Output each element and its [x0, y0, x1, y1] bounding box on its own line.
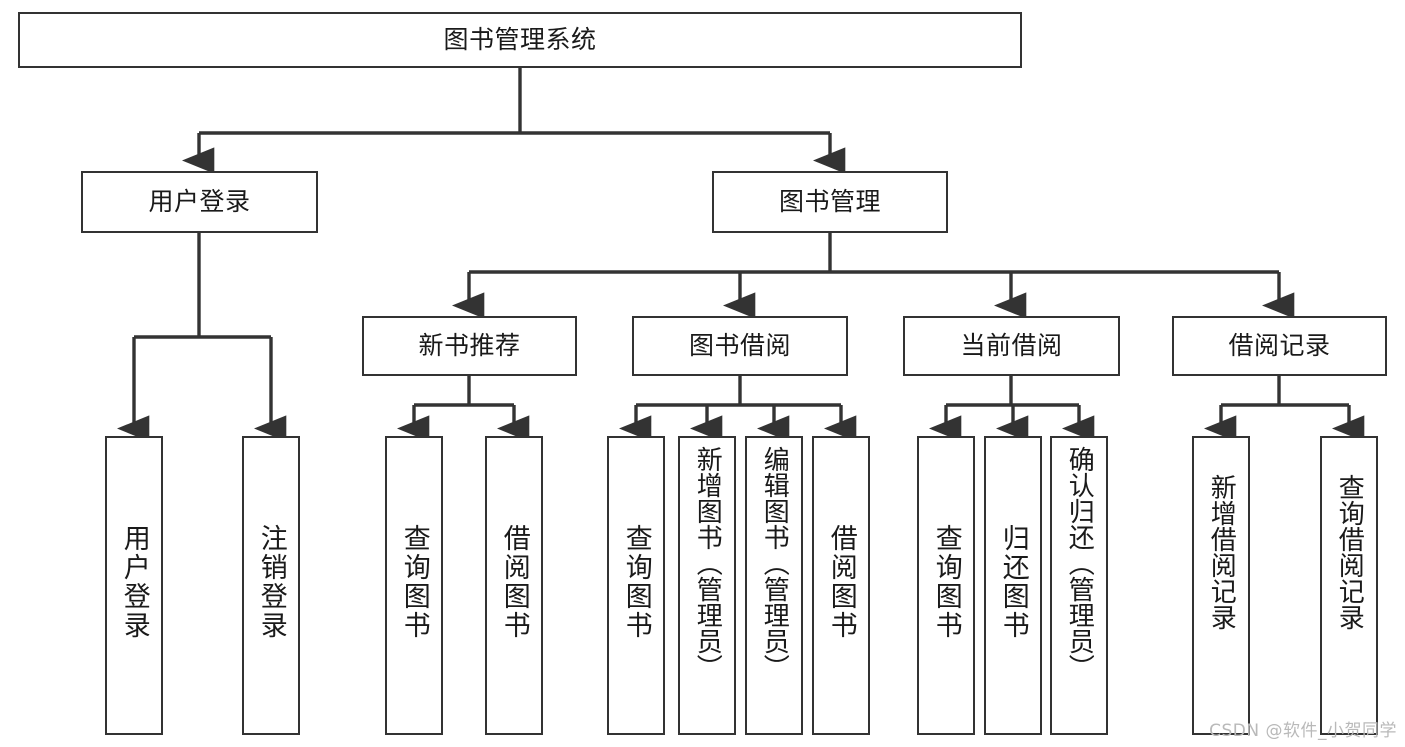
- leaf-query-book-3-label: 查询图书: [930, 524, 962, 640]
- leaf-query-book-3[interactable]: 查询图书: [917, 436, 975, 735]
- node-user-login-label: 用户登录: [148, 187, 251, 217]
- node-book-borrow-label: 图书借阅: [688, 331, 791, 361]
- leaf-borrow-book-2-label: 借阅图书: [825, 524, 857, 640]
- node-user-login[interactable]: 用户登录: [81, 171, 318, 233]
- node-root-label: 图书管理系统: [443, 25, 597, 55]
- node-new-book-recommend-label: 新书推荐: [418, 331, 521, 361]
- node-root[interactable]: 图书管理系统: [18, 12, 1022, 68]
- leaf-logout-login-label: 注销登录: [255, 524, 287, 640]
- leaf-return-book[interactable]: 归还图书: [984, 436, 1042, 735]
- leaf-add-book-label: 新增图书（管理员）: [692, 446, 723, 680]
- node-borrow-record[interactable]: 借阅记录: [1172, 316, 1387, 376]
- leaf-user-login-label: 用户登录: [118, 524, 150, 640]
- leaf-return-book-label: 归还图书: [997, 524, 1029, 640]
- leaf-add-record[interactable]: 新增借阅记录: [1192, 436, 1250, 735]
- node-current-borrow-label: 当前借阅: [960, 331, 1063, 361]
- leaf-logout-login[interactable]: 注销登录: [242, 436, 300, 735]
- leaf-edit-book-label: 编辑图书（管理员）: [759, 446, 790, 680]
- node-current-borrow[interactable]: 当前借阅: [903, 316, 1120, 376]
- leaf-add-book[interactable]: 新增图书（管理员）: [678, 436, 736, 735]
- leaf-query-book-2-label: 查询图书: [620, 524, 652, 640]
- leaf-confirm-return-label: 确认归还（管理员）: [1064, 446, 1095, 680]
- leaf-query-book-2[interactable]: 查询图书: [607, 436, 665, 735]
- leaf-confirm-return[interactable]: 确认归还（管理员）: [1050, 436, 1108, 735]
- node-new-book-recommend[interactable]: 新书推荐: [362, 316, 577, 376]
- leaf-borrow-book-2[interactable]: 借阅图书: [812, 436, 870, 735]
- leaf-borrow-book-1-label: 借阅图书: [498, 524, 530, 640]
- node-book-manage-label: 图书管理: [778, 187, 881, 217]
- leaf-query-book-1[interactable]: 查询图书: [385, 436, 443, 735]
- leaf-edit-book[interactable]: 编辑图书（管理员）: [745, 436, 803, 735]
- leaf-query-record-label: 查询借阅记录: [1334, 474, 1365, 630]
- leaf-query-record[interactable]: 查询借阅记录: [1320, 436, 1378, 735]
- node-borrow-record-label: 借阅记录: [1228, 331, 1331, 361]
- node-book-borrow[interactable]: 图书借阅: [632, 316, 848, 376]
- leaf-borrow-book-1[interactable]: 借阅图书: [485, 436, 543, 735]
- leaf-add-record-label: 新增借阅记录: [1206, 474, 1237, 630]
- leaf-query-book-1-label: 查询图书: [398, 524, 430, 640]
- leaf-user-login[interactable]: 用户登录: [105, 436, 163, 735]
- node-book-manage[interactable]: 图书管理: [712, 171, 948, 233]
